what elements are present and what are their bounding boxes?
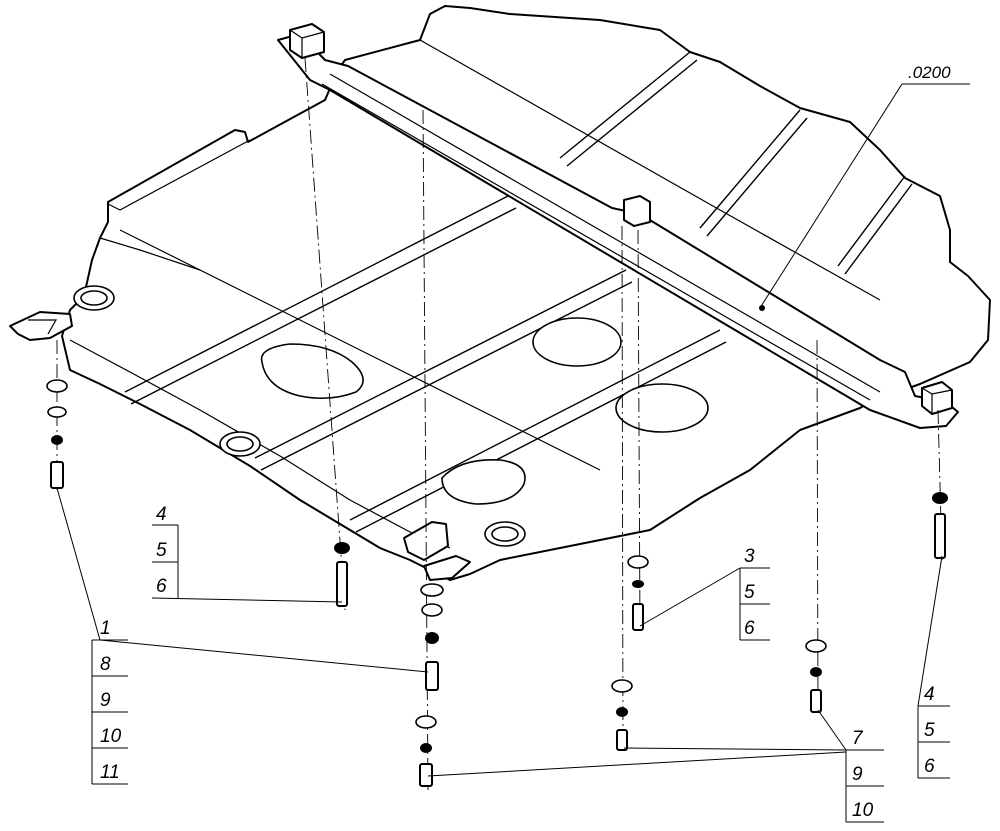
callout-left-big-5: 11 <box>100 762 120 783</box>
callout-center-right-1: 3 <box>744 546 755 567</box>
callout-center-right-3: 6 <box>744 618 755 639</box>
callout-bottom-right-2: 9 <box>852 764 863 785</box>
callout-far-right-3: 6 <box>924 756 935 777</box>
callout-left-top-3: 6 <box>156 576 167 597</box>
mount-block-right <box>921 381 953 415</box>
callout-left-top-1: 4 <box>156 504 167 525</box>
callout-left-big-2: 8 <box>100 654 111 675</box>
fastener-stack-b <box>415 583 444 787</box>
callout-bottom-right-1: 7 <box>852 728 864 749</box>
plate-outline <box>61 5 991 581</box>
callout-left-big-4: 10 <box>100 726 122 747</box>
boss-front <box>484 521 526 547</box>
opening-right <box>615 383 709 433</box>
callout-bottom-right-3: 10 <box>852 800 874 821</box>
opening-center <box>532 317 622 367</box>
part-code-label: .0200 <box>908 63 951 82</box>
fastener-stack-a <box>334 542 350 607</box>
callout-left-top-2: 5 <box>156 540 167 561</box>
center-tab <box>623 195 651 227</box>
skid-plate <box>61 5 991 581</box>
opening-front <box>441 459 526 505</box>
assembly-axes <box>56 57 943 791</box>
fastener-stack-right <box>932 492 948 559</box>
left-hook <box>9 311 73 341</box>
opening-left <box>260 343 364 400</box>
callout-labels: .0200 4 5 6 1 8 9 10 11 3 5 6 4 5 6 7 9 … <box>100 63 951 821</box>
mount-block-left <box>289 23 325 59</box>
leader-lines <box>56 83 970 823</box>
cross-member <box>277 23 959 429</box>
boss-mid <box>219 431 261 457</box>
boss-left <box>73 285 115 311</box>
fastener-stack-e <box>805 639 827 713</box>
callout-left-big-3: 9 <box>100 690 111 711</box>
fastener-stack-d <box>611 679 633 751</box>
callout-left-big-1: 1 <box>100 618 111 639</box>
front-hook <box>403 521 471 581</box>
fastener-stack-c <box>627 555 649 631</box>
callout-far-right-1: 4 <box>924 684 935 705</box>
callout-far-right-2: 5 <box>924 720 935 741</box>
callout-center-right-2: 5 <box>744 582 755 603</box>
